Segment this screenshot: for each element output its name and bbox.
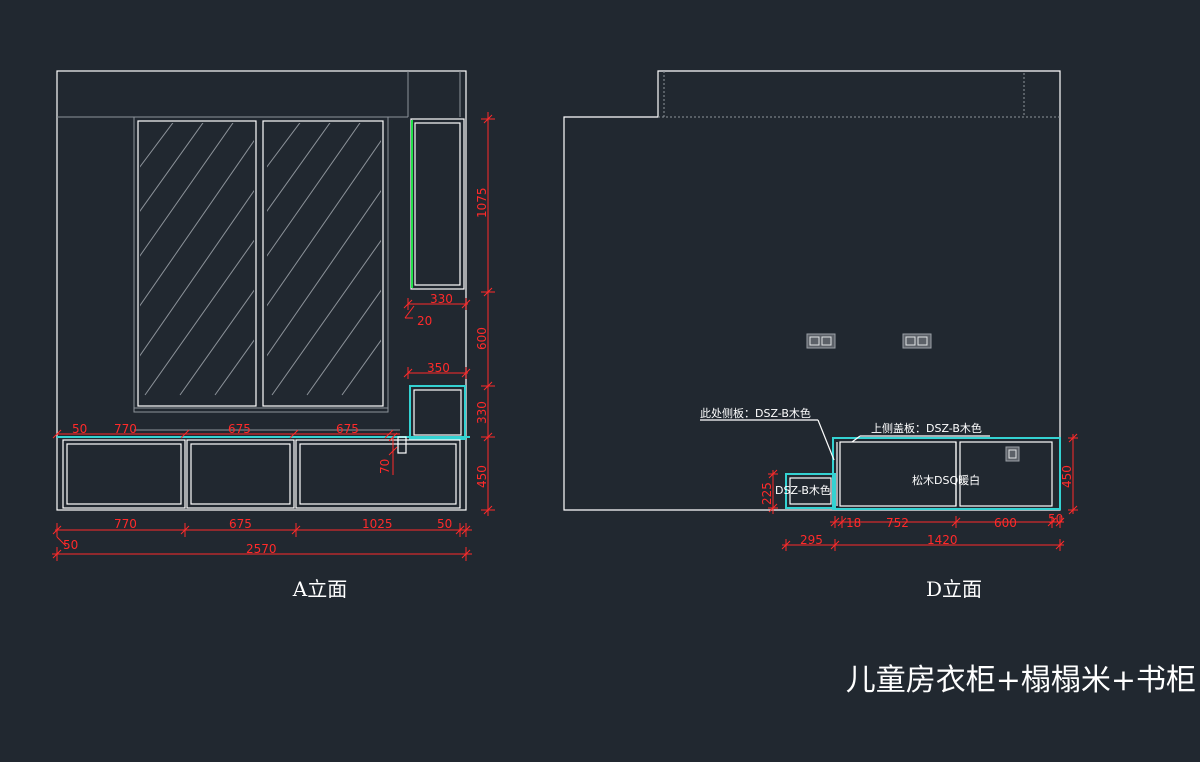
dim-a-top (52, 429, 400, 439)
dim-a-shelf (388, 298, 471, 475)
dim-a-bottom-1025: 1025 (362, 517, 393, 531)
elevation-d-outline (563, 70, 1061, 511)
dim-a-left-50: 50 (63, 538, 78, 552)
cabinet-label: 松木DSQ暖白 (912, 473, 980, 487)
dim-a-bottom-770: 770 (114, 517, 137, 531)
socket-icon (806, 333, 836, 349)
note-top-cover: 上侧盖板：DSZ-B木色 (871, 421, 982, 435)
elevation-a-title: A立面 (292, 577, 347, 601)
glass-hatch-right (267, 123, 381, 396)
dim-a-shelf-20: 20 (417, 314, 432, 328)
dim-d-left-225: 225 (760, 482, 774, 505)
note-side-panel: 此处侧板：DSZ-B木色 (700, 406, 811, 420)
dim-a-top-675: 675 (228, 422, 251, 436)
tatami-cabinet (832, 437, 1061, 510)
dim-d-bottom-752: 752 (886, 516, 909, 530)
wardrobe-doors (133, 116, 400, 431)
dim-a-top-770: 770 (114, 422, 137, 436)
dim-a-shelf-330: 330 (430, 292, 453, 306)
dim-d (768, 433, 1078, 551)
dim-a-right-450: 450 (475, 465, 489, 488)
dim-a-bottom-50: 50 (437, 517, 452, 531)
dim-a-top-50: 50 (72, 422, 87, 436)
dim-a-bottom-675: 675 (229, 517, 252, 531)
dim-a-top-675b: 675 (336, 422, 359, 436)
dim-d-right-450: 450 (1060, 465, 1074, 488)
dim-a-right-600: 600 (475, 327, 489, 350)
dim-a-shelf-350: 350 (427, 361, 450, 375)
small-cabinet (409, 385, 466, 440)
dim-a-right-330: 330 (475, 401, 489, 424)
elevation-d: 此处侧板：DSZ-B木色 上侧盖板：DSZ-B木色 DSZ-B木色 松木DSQ暖… (563, 70, 1078, 601)
socket-icon (902, 333, 932, 349)
elevation-a-outline (56, 70, 467, 511)
socket-icon (1005, 446, 1020, 462)
dim-a-right (481, 112, 495, 516)
dim-d-bottom-18: 18 (846, 516, 861, 530)
elevation-d-title: D立面 (926, 577, 982, 601)
drawing-title: 儿童房衣柜+榻榻米+书柜 (846, 663, 1196, 698)
elevation-a: 50 770 675 675 770 675 1025 50 50 (52, 70, 495, 601)
glass-hatch-left (140, 123, 254, 396)
dim-d-bottom-1420: 1420 (927, 533, 958, 547)
dim-a-bottom (52, 523, 472, 561)
dim-a-total: 2570 (246, 542, 277, 556)
dim-d-bottom-600: 600 (994, 516, 1017, 530)
dim-d-bottom-50: 50 (1048, 512, 1063, 526)
tatami-base (57, 436, 470, 509)
step-box (785, 473, 836, 509)
bookshelf-upper (410, 118, 465, 290)
dim-a-right-1075: 1075 (475, 187, 489, 218)
step-box-label: DSZ-B木色 (775, 483, 831, 497)
dim-d-bottom-295: 295 (800, 533, 823, 547)
dim-a-shelf-70: 70 (378, 459, 392, 474)
